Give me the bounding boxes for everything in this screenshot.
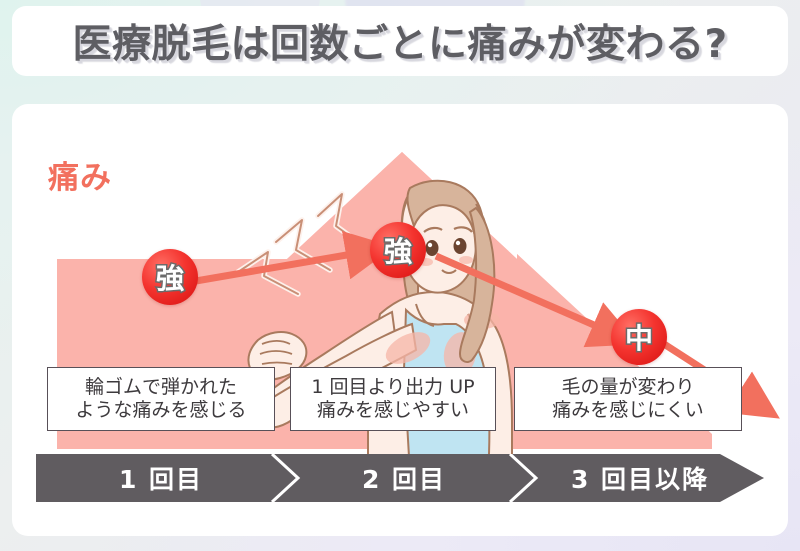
- badge-label: 強: [382, 234, 413, 270]
- step-bar-shape: [36, 454, 764, 502]
- info-line-2: 痛みを感じにくい: [552, 399, 704, 421]
- info-box-session-2: 1 回目より出力 UP 痛みを感じやすい: [290, 367, 496, 431]
- info-line-1: 輪ゴムで弾かれた: [84, 375, 237, 398]
- session-step-bar: 1 回目 2 回目 3 回目以降: [36, 454, 764, 502]
- info-line-2: ような痛みを感じる: [75, 399, 247, 421]
- info-line-2: 痛みを感じやすい: [316, 399, 469, 421]
- pain-axis-label: 痛み: [48, 160, 112, 196]
- badge-label: 中: [623, 321, 654, 357]
- step-label-2: 2 回目: [361, 465, 447, 494]
- infographic-panel: 痛み 強 強 中 輪ゴムで弾かれた ような痛みを感じる 1 回目より出力 UP …: [12, 104, 788, 536]
- title-card: 医療脱毛は回数ごとに痛みが変わる?: [12, 6, 788, 76]
- page-title: 医療脱毛は回数ごとに痛みが変わる?: [72, 22, 728, 67]
- badge-pain-later: 中: [611, 309, 667, 365]
- info-line-1: 毛の量が変わり: [561, 375, 695, 398]
- badge-pain-peak: 強: [370, 222, 426, 278]
- step-label-3: 3 回目以降: [570, 465, 710, 494]
- info-box-session-1: 輪ゴムで弾かれた ような痛みを感じる: [47, 367, 275, 431]
- badge-label: 強: [154, 261, 185, 297]
- badge-pain-start: 強: [142, 249, 198, 305]
- info-line-1: 1 回目より出力 UP: [311, 375, 475, 398]
- step-label-1: 1 回目: [118, 465, 204, 494]
- info-box-session-3: 毛の量が変わり 痛みを感じにくい: [514, 367, 742, 431]
